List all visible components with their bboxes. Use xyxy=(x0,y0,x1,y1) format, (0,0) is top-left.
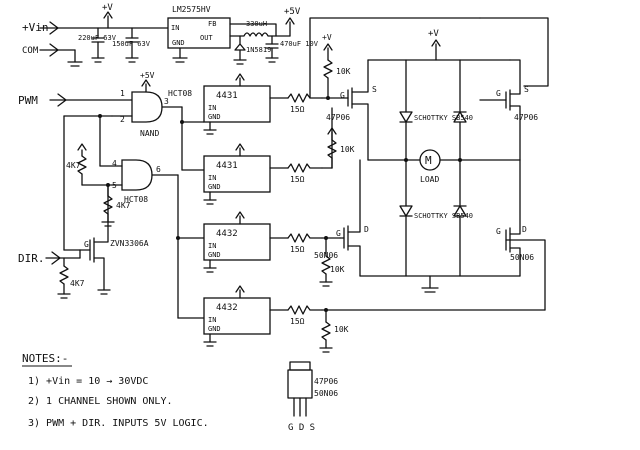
bridge-vcc: +V xyxy=(428,29,439,39)
driver-4-in: IN xyxy=(208,316,216,324)
gate-resistor-1: 15Ω xyxy=(290,105,305,114)
note-2: 2) 1 CHANNEL SHOWN ONLY. xyxy=(28,396,173,407)
pullup-4: 10K xyxy=(334,325,349,334)
driver-3-gnd: GND xyxy=(208,251,221,259)
reg-pin-fb: FB xyxy=(208,20,216,28)
plus5v-label: +5V xyxy=(284,7,301,17)
supply-plus-v-label: +V xyxy=(102,3,113,13)
driver-2-part: 4431 xyxy=(216,161,238,171)
package-drawing: 47P06 50N06 G D S xyxy=(287,361,338,433)
driver-2-ic xyxy=(203,155,271,193)
driver-1-ic xyxy=(203,85,271,123)
q3-d: D xyxy=(364,225,369,234)
output-cap-label: 470uF 10V xyxy=(280,40,319,48)
gate1-part: HCT08 xyxy=(168,89,192,98)
gate-resistor-3: 15Ω xyxy=(290,245,305,254)
r1-label: 4K7 xyxy=(66,161,81,170)
and-gate-2 xyxy=(121,159,153,191)
q4-label: 50N06 xyxy=(510,253,534,262)
q1-label: 47P06 xyxy=(326,113,350,122)
regulator-label: LM2575HV xyxy=(172,5,211,14)
q2-s: S xyxy=(524,85,529,94)
diode-bottom-label: SCHOTTKY SB540 xyxy=(414,212,473,220)
vin-label: +Vin xyxy=(22,21,49,34)
gate1-sub: NAND xyxy=(140,129,159,138)
note-3: 3) PWM + DIR. INPUTS 5V LOGIC. xyxy=(28,418,209,429)
and-gate-1 xyxy=(131,91,163,123)
diode-label: 1N5819 xyxy=(246,46,271,54)
q2-g: G xyxy=(496,89,501,98)
gate1-pin1: 1 xyxy=(120,89,125,98)
fet-label: ZVN3306A xyxy=(110,239,149,248)
q1-g: G xyxy=(340,91,345,100)
r3-label: 4K7 xyxy=(70,279,85,288)
gate2-pin6: 6 xyxy=(156,165,161,174)
reg-pin-out: OUT xyxy=(200,34,213,42)
gate1-pin2: 2 xyxy=(120,115,125,124)
package-part-1: 47P06 xyxy=(314,377,338,386)
driver-4-gnd: GND xyxy=(208,325,221,333)
notes-title: NOTES:- xyxy=(22,352,68,365)
input-cap-label: 220uF 63V xyxy=(78,34,117,42)
driver-3-ic xyxy=(203,223,271,261)
gate2-part: HCT08 xyxy=(124,195,148,204)
driver-4-part: 4432 xyxy=(216,303,238,313)
gate-resistor-4: 15Ω xyxy=(290,317,305,326)
gate2-pin4: 4 xyxy=(112,159,117,168)
pullup-2: 10K xyxy=(340,145,355,154)
q3-label: 50N06 xyxy=(314,251,338,260)
q4-g: G xyxy=(496,227,501,236)
h-bridge-section: +V S G 47P06 G S 47P06 SCHOTTKY SB540 xyxy=(309,17,549,311)
reg-pin-gnd: GND xyxy=(172,39,185,47)
pullup1-vcc: +V xyxy=(322,33,332,42)
reg-pin-in: IN xyxy=(171,24,179,32)
com-label: COM xyxy=(22,46,39,56)
q3-g: G xyxy=(336,229,341,238)
pwm-label: PWM xyxy=(18,94,38,107)
note-1: 1) +Vin = 10 → 30VDC xyxy=(28,376,148,387)
input-cap2-label: 150uF 63V xyxy=(112,40,151,48)
package-pins: G D S xyxy=(288,423,315,433)
driver-1-part: 4431 xyxy=(216,91,238,101)
power-supply-section: +Vin COM +V 220uF 63V 150uF 63V LM2575HV… xyxy=(22,3,319,67)
diode-top-label: SCHOTTKY SB540 xyxy=(414,114,473,122)
fet-g: G xyxy=(84,240,89,249)
pullup-3: 10K xyxy=(330,265,345,274)
pullup-1: 10K xyxy=(336,67,351,76)
driver-4-ic xyxy=(203,297,271,335)
dir-label: DIR. xyxy=(18,252,45,265)
regulator-ic xyxy=(167,17,231,49)
logic-section: PWM 1 2 3 HCT08 NAND +5V 4 5 6 HCT08 xyxy=(18,71,205,319)
q2-label: 47P06 xyxy=(514,113,538,122)
driver-3-in: IN xyxy=(208,242,216,250)
load-label: LOAD xyxy=(420,175,439,184)
motor-label: M xyxy=(425,154,432,167)
gate-resistor-2: 15Ω xyxy=(290,175,305,184)
driver-1-in: IN xyxy=(208,104,216,112)
gate1-pin3: 3 xyxy=(164,97,169,106)
package-part-2: 50N06 xyxy=(314,389,338,398)
driver-1-gnd: GND xyxy=(208,113,221,121)
r2-label: 4K7 xyxy=(116,201,131,210)
gate1-vcc: +5V xyxy=(140,71,155,80)
driver-2-in: IN xyxy=(208,174,216,182)
driver-3-part: 4432 xyxy=(216,229,238,239)
q4-d: D xyxy=(522,225,527,234)
q1-s: S xyxy=(372,85,377,94)
driver-section: 4431 IN GND 4431 IN GND 4432 IN GND 4432… xyxy=(203,33,546,353)
notes-section: NOTES:- 1) +Vin = 10 → 30VDC 2) 1 CHANNE… xyxy=(22,352,209,429)
driver-2-gnd: GND xyxy=(208,183,221,191)
